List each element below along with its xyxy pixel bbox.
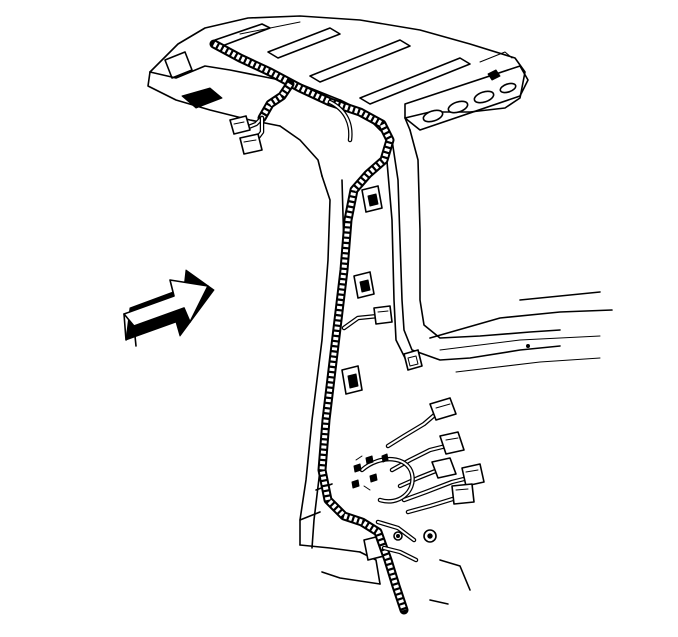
body-pillar	[299, 99, 613, 605]
roof-panel	[147, 15, 529, 177]
harness-retainer-clips	[351, 453, 389, 491]
wiring-harness	[209, 39, 409, 615]
view-direction-arrow	[123, 269, 215, 347]
electrical-connectors	[229, 115, 485, 563]
